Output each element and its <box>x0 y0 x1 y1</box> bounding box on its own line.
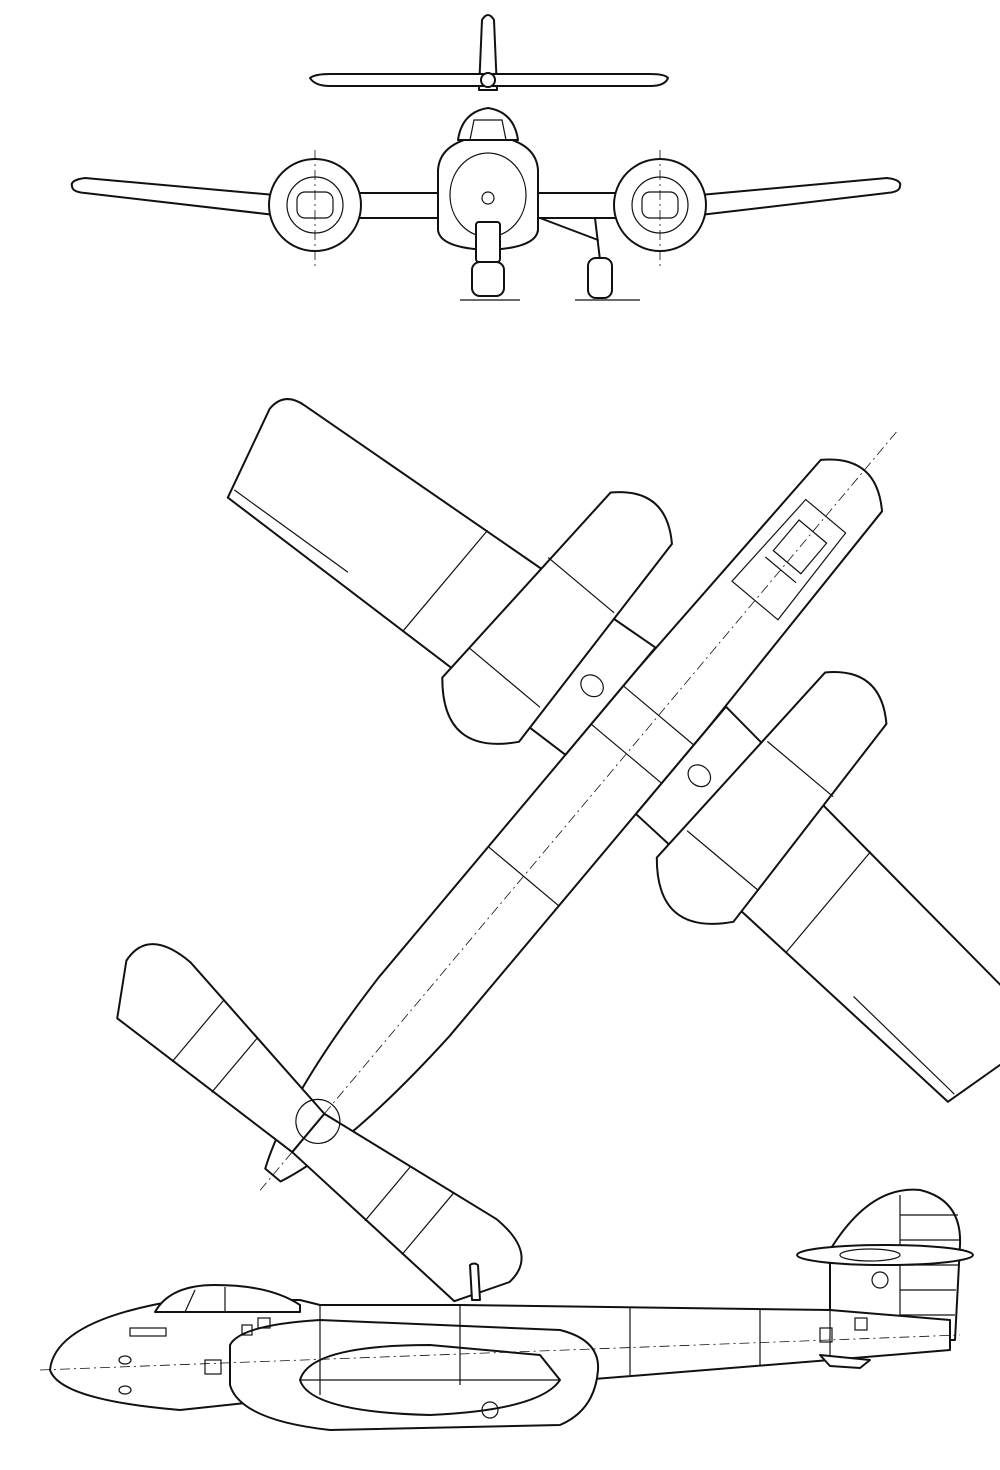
side-tailplane <box>796 1244 974 1266</box>
plan-tailplane-left <box>116 943 326 1154</box>
plan-nacelle-right <box>655 671 888 925</box>
plan-nacelle-left <box>441 491 673 745</box>
side-tail-bumper <box>819 1354 871 1369</box>
front-main-wheel <box>587 257 613 299</box>
plan-cockpit <box>731 498 847 621</box>
front-nose-wheel <box>471 261 505 297</box>
side-canopy <box>154 1284 301 1313</box>
front-canopy <box>457 107 519 141</box>
side-aerial-mast <box>469 1262 481 1301</box>
front-tail-hub <box>480 72 496 88</box>
plan-tailplane-right <box>291 1112 523 1303</box>
